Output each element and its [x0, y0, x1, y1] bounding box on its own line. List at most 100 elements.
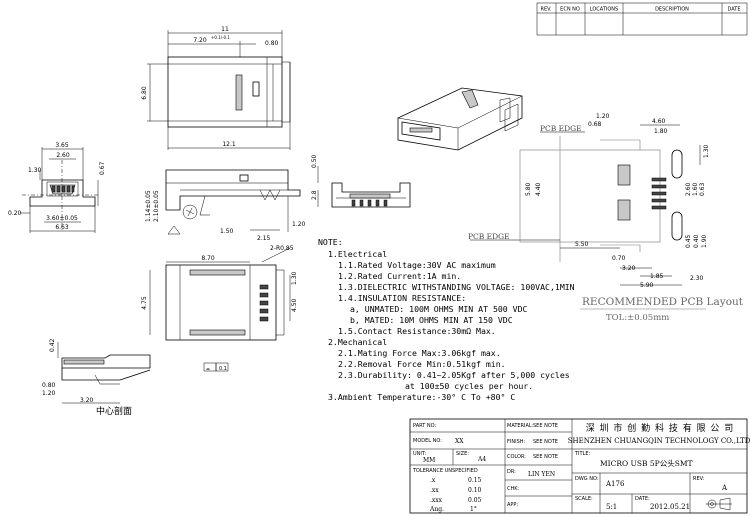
dr-value: LIN YEN: [528, 471, 555, 478]
company-name-en: SHENZHEN CHUANGQIN TECHNOLOGY CO.,LTD.: [568, 437, 750, 445]
pcb-dim: 1.60: [692, 182, 699, 196]
locations-col-header: LOCATIONS: [590, 7, 618, 13]
pcb-dim: 5.90: [640, 282, 654, 289]
dim-bottom-k1: 0.80: [42, 382, 56, 389]
unit-value: MM: [423, 457, 435, 464]
date-value: 2012.05.21: [650, 503, 690, 511]
side-view: 1.50 2.15 1.20 1.14±0.05 2.10±0.05: [145, 169, 306, 242]
note-line: 2.Mechanical: [328, 337, 387, 347]
dwg-no-label: DWG NO:: [575, 476, 599, 482]
company-name-cn: 深 圳 市 创 勤 科 技 有 限 公 司: [586, 422, 735, 434]
dim-side-d: 1.14±0.05: [145, 190, 152, 222]
note-line: b, MATED: 10M OHMS MIN AT 150 VDC: [350, 315, 513, 325]
pcb-dim: 1.90: [701, 234, 708, 248]
title-label: TITLE:: [574, 451, 591, 457]
dwg-no-value: A176: [605, 480, 625, 488]
pcb-dim: 1.30: [703, 144, 710, 158]
note-line: 1.5.Contact Resistance:30mΩ Max.: [338, 326, 496, 336]
dim-bottom-s: 0.42: [49, 338, 56, 352]
pcb-dim: 2.30: [690, 275, 704, 282]
dim-bottom-h: 4.75: [141, 296, 148, 310]
pcb-edge-label-1: PCB EDGE: [540, 124, 582, 133]
dim-top-length: 12.1: [222, 141, 236, 148]
dim-side-t: 2.8: [311, 190, 318, 200]
ecn-col-header: ECN NO: [560, 7, 580, 13]
section-label: 中心剖面: [96, 405, 132, 417]
dim-front-side: 0.67: [99, 161, 106, 175]
pcb-dim: 4.40: [535, 182, 542, 196]
date-label: DATE:: [635, 496, 650, 502]
pcb-dim: 0.45: [685, 234, 692, 248]
dim-front-pin: 0.20: [8, 210, 22, 217]
dim-top-left: 7.20: [193, 37, 207, 44]
pcb-dim: 0.63: [699, 182, 706, 196]
finish-value: SEE NOTE: [533, 439, 558, 445]
pcb-edge-label-2: PCB EDGE: [468, 232, 510, 241]
dr-label: DR:: [507, 469, 516, 475]
size-value: A4: [477, 456, 486, 463]
dim-top-right: 0.80: [265, 40, 279, 47]
note-line: 3.Ambient Temperature:-30° C To +80° C: [328, 392, 515, 402]
dim-bottom-p2: 4.50: [291, 298, 298, 312]
dim-front-w1: 3.65: [55, 142, 69, 149]
color-label: COLOR:: [507, 454, 526, 460]
tolerance-value: 0.05: [468, 497, 482, 504]
bottom-view: 8.70 2-R0.85 4.75 1.30 4.50: [141, 245, 298, 341]
pcb-dim: 2.60: [685, 182, 692, 196]
tolerance-value: 0.15: [468, 477, 482, 484]
note-line: 1.Electrical: [328, 249, 387, 259]
tolerance-value: 0.10: [468, 487, 482, 494]
pcb-dim: 0.40: [693, 234, 700, 248]
revision-table: REV. ECN NO LOCATIONS DESCRIPTION DATE: [536, 2, 748, 36]
note-line: a, UNMATED: 100M OHMS MIN AT 500 VDC: [350, 304, 528, 314]
pcb-dim: 1.80: [654, 128, 668, 135]
pcb-layout-title: RECOMMENDED PCB Layout: [582, 296, 744, 308]
pcb-dim: 0.68: [588, 121, 602, 128]
dim-front-h1: 1.30: [28, 167, 42, 174]
pcb-dim: 1.20: [596, 113, 610, 120]
flat-symbol: ⌓: [206, 366, 210, 372]
rev-label: REV:: [693, 476, 705, 482]
model-no-label: MODEL NO:: [413, 438, 442, 444]
dim-side-b: 2.15: [257, 235, 271, 242]
isometric-view: [397, 87, 523, 151]
projection-symbol-icon: [706, 497, 732, 511]
note-line: 2.1.Mating Force Max:3.06kgf max.: [338, 348, 501, 358]
material-value: SEE NOTE: [533, 423, 558, 429]
dim-top-height: 6.80: [141, 86, 148, 100]
note-line: 2.3.Durability: 0.41~2.05Kgf after 5,000…: [338, 370, 570, 380]
note-line: 1.4.INSULATION RESISTANCE:: [338, 293, 466, 303]
dim-side-h: 0.50: [311, 154, 318, 168]
note-line: 1.1.Rated Voltage:30V AC maximum: [338, 260, 496, 270]
finish-label: FINISH:: [507, 439, 525, 445]
notes-block: NOTE: 1.Electrical 1.1.Rated Voltage:30V…: [318, 237, 575, 402]
model-no-value: XX: [455, 438, 464, 445]
dim-front-w3: 3.60±0.05: [46, 215, 78, 222]
rev-value: A: [721, 484, 728, 492]
tolerance-key: .xxx: [430, 497, 443, 504]
top-view: 11 7.20 +0.1/-0.1 0.80 6.80 12.1: [141, 26, 291, 150]
dim-side-e: 2.10±0.05: [153, 190, 160, 222]
dim-bottom-p1: 1.30: [291, 271, 298, 285]
center-section-view: ⌓ 0.1 0.42 0.80 1.20 3.20 中心剖面: [42, 338, 229, 417]
part-no-label: PART NO:: [413, 423, 436, 429]
dim-front-w4: 6.63: [55, 224, 69, 231]
dim-top-overall: 11: [221, 26, 229, 33]
pcb-dim: 3.20: [622, 265, 636, 272]
notes-title: NOTE:: [318, 237, 343, 247]
side-profile-view: 0.50 2.8: [311, 154, 411, 208]
dim-bottom-flat: 0.1: [219, 366, 227, 372]
note-line: 1.3.DIELECTRIC WITHSTANDING VOLTAGE: 100…: [338, 282, 575, 292]
tolerance-key: Ang.: [429, 506, 444, 513]
note-line: 1.2.Rated Current:1A min.: [338, 271, 461, 281]
drawing-title: MICRO USB 5P公头SMT: [600, 458, 693, 468]
unit-label: UNIT:: [413, 451, 426, 457]
date-col-header: DATE: [727, 7, 740, 13]
scale-label: SCALE:: [575, 496, 593, 502]
color-value: SEE NOTE: [533, 454, 558, 460]
scale-value: 5:1: [606, 503, 617, 511]
pcb-dim: 0.70: [612, 255, 626, 262]
dim-front-w2: 2.60: [56, 152, 70, 159]
